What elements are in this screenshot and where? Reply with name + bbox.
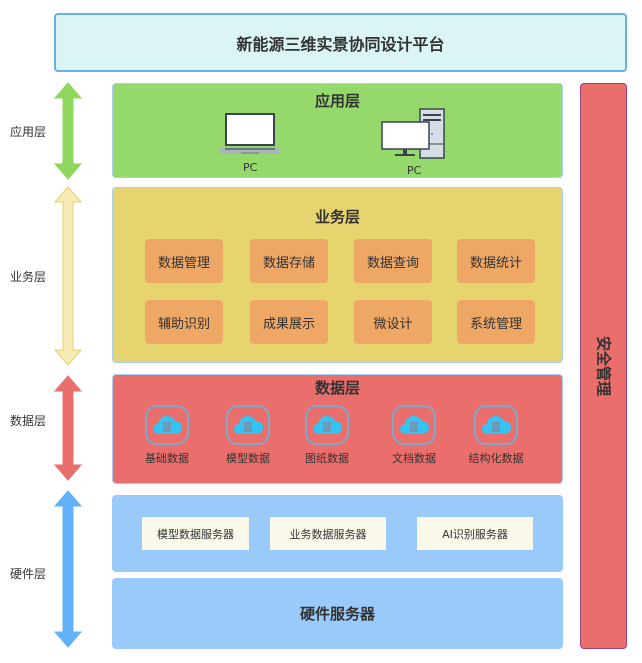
data-item-label: 模型数据 [226, 452, 270, 465]
business-item-micro-design[interactable]: 微设计 [354, 300, 432, 344]
server-business-data[interactable]: 业务数据服务器 [270, 517, 386, 550]
data-layer-arrow [54, 375, 82, 481]
side-label-business: 业务层 [10, 270, 47, 284]
business-item-data-management[interactable]: 数据管理 [145, 239, 223, 283]
desktop-icon [381, 108, 445, 159]
device-label: PC [243, 161, 258, 174]
data-item-document[interactable]: 文档数据 [379, 405, 449, 466]
business-item-result-display[interactable]: 成果展示 [250, 300, 328, 344]
data-item-structured[interactable]: 结构化数据 [458, 405, 534, 466]
data-item-label: 文档数据 [392, 452, 436, 465]
business-item-data-storage[interactable]: 数据存储 [250, 239, 328, 283]
business-item-assisted-recognition[interactable]: 辅助识别 [145, 300, 223, 344]
device-label: PC [407, 164, 422, 177]
business-layer-title: 业务层 [314, 208, 360, 226]
hardware-servers-panel: 模型数据服务器 业务数据服务器 AI识别服务器 [112, 495, 563, 572]
data-item-basic[interactable]: 基础数据 [132, 405, 202, 466]
server-model-data[interactable]: 模型数据服务器 [142, 517, 249, 550]
business-item-data-statistics[interactable]: 数据统计 [457, 239, 535, 283]
app-layer-title: 应用层 [314, 92, 360, 110]
server-ai-recognition[interactable]: AI识别服务器 [417, 517, 533, 550]
data-layer-title: 数据层 [314, 379, 360, 397]
data-item-drawing[interactable]: 图纸数据 [292, 405, 362, 466]
side-label-hardware: 硬件层 [10, 567, 47, 581]
cloud-database-icon [305, 405, 349, 445]
side-label-data: 数据层 [10, 414, 47, 428]
business-layer-arrow [54, 186, 82, 366]
cloud-database-icon [392, 405, 436, 445]
app-layer-arrow [54, 82, 82, 180]
laptop-icon [219, 113, 281, 154]
platform-title: 新能源三维实景协同设计平台 [54, 13, 627, 72]
security-management-bar: 安全管理 [580, 83, 627, 649]
cloud-database-icon [226, 405, 270, 445]
business-item-data-query[interactable]: 数据查询 [354, 239, 432, 283]
security-management-label: 安全管理 [594, 335, 612, 397]
data-item-label: 基础数据 [145, 452, 189, 465]
data-layer: 数据层 基础数据 模型数据 图纸数据 文档数据 结构化数据 [112, 374, 563, 484]
cloud-database-icon [474, 405, 518, 445]
app-layer: 应用层 PC PC [112, 83, 563, 178]
data-item-model[interactable]: 模型数据 [213, 405, 283, 466]
hardware-server-block: 硬件服务器 [112, 578, 563, 649]
cloud-database-icon [145, 405, 189, 445]
business-layer: 业务层 数据管理 数据存储 数据查询 数据统计 辅助识别 成果展示 微设计 系统… [112, 187, 563, 363]
hardware-layer-arrow [54, 490, 82, 648]
side-label-app: 应用层 [10, 125, 47, 139]
data-item-label: 结构化数据 [468, 452, 524, 465]
data-item-label: 图纸数据 [305, 452, 349, 465]
business-item-system-management[interactable]: 系统管理 [457, 300, 535, 344]
